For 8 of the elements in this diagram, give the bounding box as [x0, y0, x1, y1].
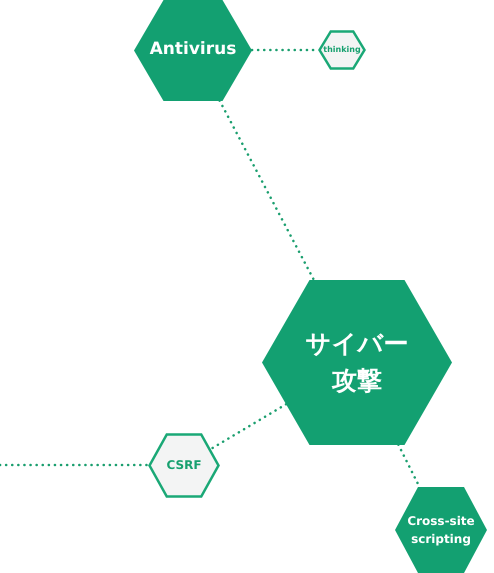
dotted-connector — [218, 99, 315, 280]
dotted-connector — [210, 402, 288, 450]
hexagon-node: CSRF — [148, 432, 220, 498]
hexagon-node: thinking — [318, 30, 366, 70]
dotted-connector — [0, 464, 150, 466]
hexagon-node: サイバー攻撃 — [262, 280, 452, 444]
hexagon-node: Cross-site scripting — [395, 487, 487, 573]
hexagon-node: Antivirus — [134, 0, 252, 100]
